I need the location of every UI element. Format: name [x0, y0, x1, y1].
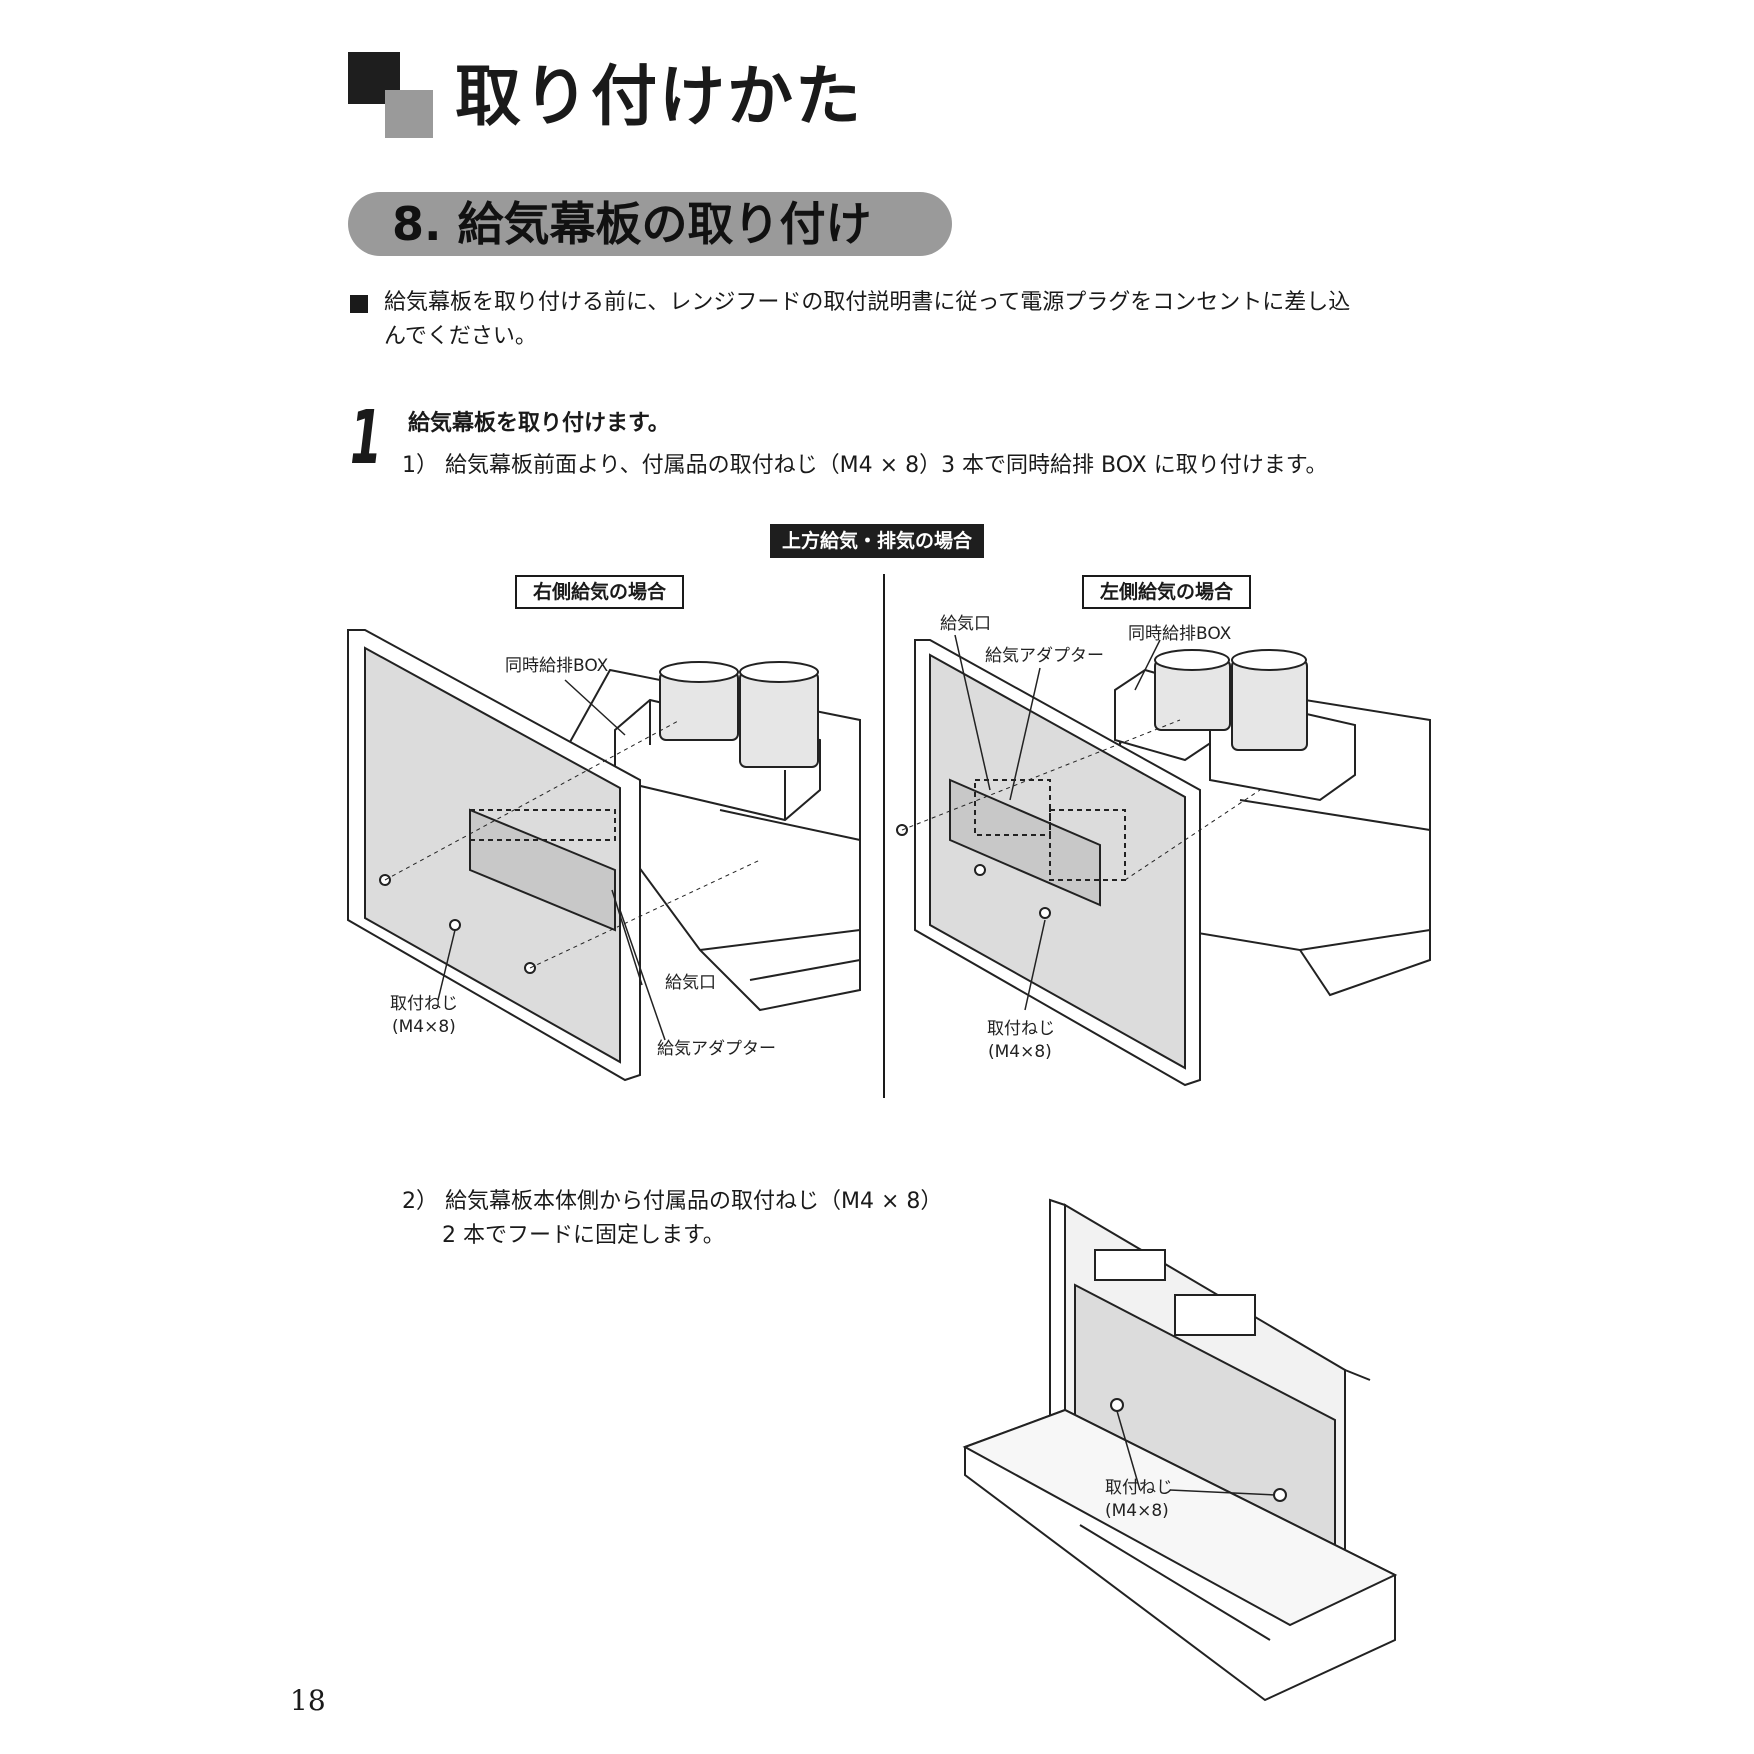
- step-title: 給気幕板を取り付けます。: [408, 411, 670, 436]
- right-case-title: 右側給気の場合: [515, 575, 685, 609]
- page-number: 18: [290, 1684, 326, 1717]
- left-label-screw: 取付ねじ: [987, 1019, 1055, 1039]
- step-substep-2: 2） 給気幕板本体側から付属品の取付ねじ（M4 × 8） 2 本でフードに固定し…: [402, 1185, 962, 1253]
- step-substep-2-line1: 2） 給気幕板本体側から付属品の取付ねじ（M4 × 8）: [402, 1189, 943, 1214]
- right-label-screw-size: (M4×8): [392, 1017, 456, 1037]
- figure-divider: [883, 574, 885, 1098]
- page-title: 取り付けかた: [455, 58, 863, 135]
- left-label-screw-size: (M4×8): [988, 1042, 1052, 1062]
- step-substep-2-line2: 2 本でフードに固定します。: [442, 1223, 725, 1248]
- bottom-label-screw: 取付ねじ: [1105, 1478, 1173, 1498]
- notice-text: 給気幕板を取り付ける前に、レンジフードの取付説明書に従って電源プラグをコンセント…: [384, 290, 1351, 349]
- left-label-adapter: 給気アダプター: [985, 646, 1104, 666]
- right-label-screw: 取付ねじ: [390, 994, 458, 1014]
- right-label-inlet: 給気口: [665, 973, 716, 993]
- step-substep-1: 1） 給気幕板前面より、付属品の取付ねじ（M4 × 8）3 本で同時給排 BOX…: [402, 453, 1328, 478]
- bottom-label-screw-size: (M4×8): [1105, 1501, 1169, 1521]
- section-title-background: [348, 192, 952, 256]
- right-label-adapter: 給気アダプター: [657, 1039, 776, 1059]
- step-number: 1: [350, 395, 382, 481]
- section-title: 8. 給気幕板の取り付け: [392, 197, 872, 251]
- left-case-title: 左側給気の場合: [1082, 575, 1252, 609]
- left-label-inlet: 給気口: [940, 614, 991, 634]
- left-label-box: 同時給排BOX: [1128, 624, 1232, 644]
- figure-heading: 上方給気・排気の場合: [770, 524, 985, 558]
- header-square-gray: [385, 90, 433, 138]
- notice-bullet-icon: [350, 295, 368, 313]
- right-label-box: 同時給排BOX: [505, 656, 609, 676]
